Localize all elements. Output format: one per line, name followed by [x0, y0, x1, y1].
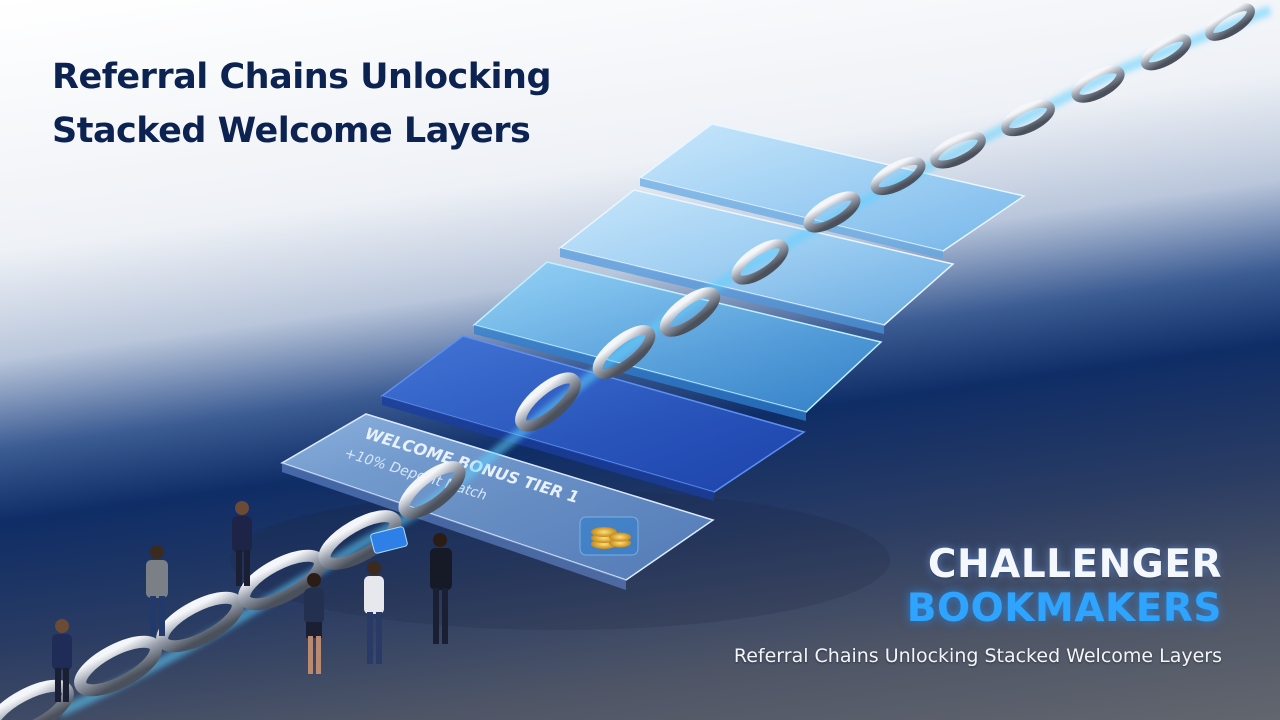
- coin-stack-icon: [579, 516, 639, 556]
- tagline: Referral Chains Unlocking Stacked Welcom…: [733, 645, 1222, 667]
- brand-name-line-2: BOOKMAKERS: [906, 586, 1222, 631]
- person-4: [304, 573, 324, 674]
- headline: Referral Chains Unlocking Stacked Welcom…: [52, 50, 552, 158]
- bonus-panel-2: [380, 335, 806, 501]
- chain: [0, 3, 1255, 720]
- person-3: [232, 501, 252, 586]
- person-1: [52, 619, 72, 702]
- person-6: [430, 533, 452, 644]
- person-5: [364, 526, 408, 664]
- bonus-panel-3: [472, 261, 883, 421]
- headline-line-2: Stacked Welcome Layers: [52, 111, 531, 151]
- headline-line-1: Referral Chains Unlocking: [52, 57, 552, 97]
- tablet-screen: [370, 526, 408, 554]
- brand-logo: CHALLENGER BOOKMAKERS: [907, 543, 1222, 631]
- person-2: [146, 545, 168, 636]
- brand-name-line-1: CHALLENGER: [927, 542, 1222, 587]
